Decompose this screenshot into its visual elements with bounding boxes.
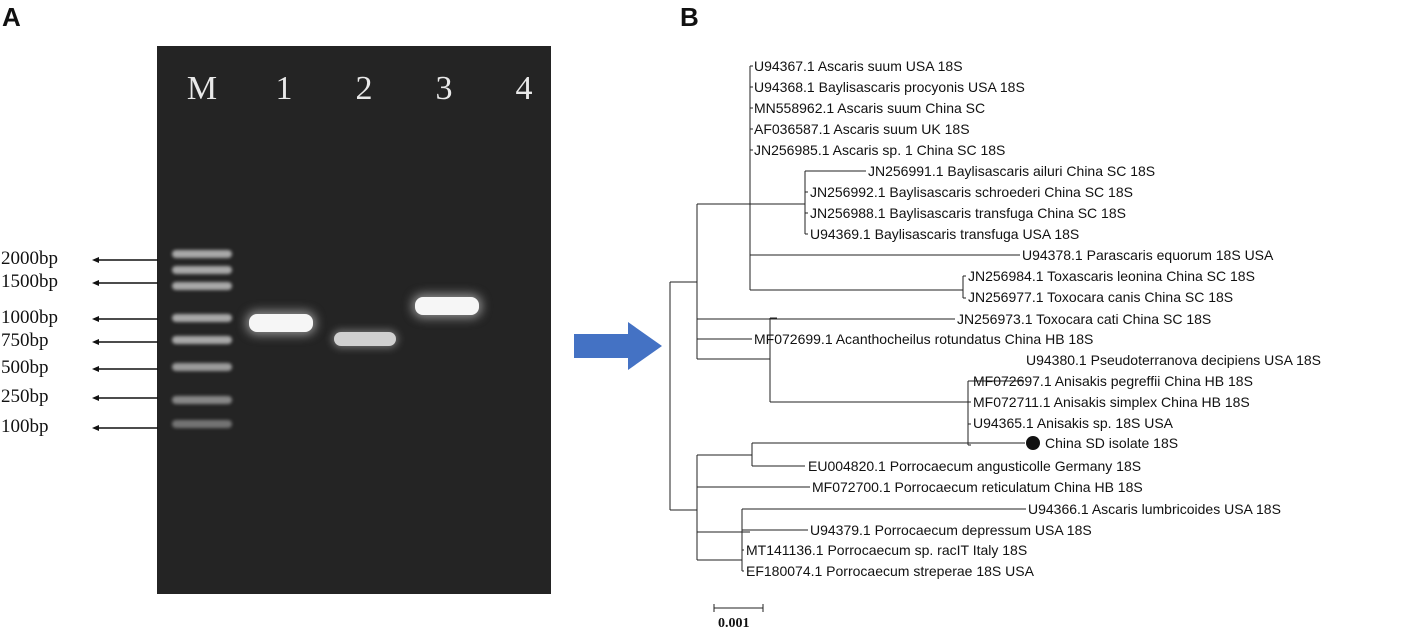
taxon-label: China SD isolate 18S bbox=[1045, 435, 1178, 451]
scale-bar bbox=[713, 604, 764, 612]
taxon-label: MF072711.1 Anisakis simplex China HB 18S bbox=[973, 394, 1250, 410]
taxon-label: U94378.1 Parascaris equorum 18S USA bbox=[1022, 247, 1274, 263]
taxon-label: U94365.1 Anisakis sp. 18S USA bbox=[973, 415, 1174, 431]
taxon-label: MF072700.1 Porrocaecum reticulatum China… bbox=[812, 479, 1143, 495]
sample-band-lane-3 bbox=[415, 297, 479, 315]
taxon-label: JN256985.1 Ascaris sp. 1 China SC 18S bbox=[754, 142, 1005, 158]
ladder-band bbox=[172, 363, 232, 371]
marker-label: 750bp bbox=[1, 330, 49, 351]
left-arrow-icon bbox=[92, 395, 158, 401]
marker-label: 1000bp bbox=[1, 307, 58, 328]
left-arrow-icon bbox=[92, 425, 158, 431]
marker-label: 1500bp bbox=[1, 271, 58, 292]
marker-label: 2000bp bbox=[1, 248, 58, 269]
sample-band-lane-1 bbox=[249, 314, 313, 332]
right-arrow-icon bbox=[574, 322, 662, 370]
taxon-label: U94369.1 Baylisascaris transfuga USA 18S bbox=[810, 226, 1079, 242]
lane-label-3: 3 bbox=[435, 70, 453, 107]
marker-label: 100bp bbox=[1, 416, 49, 437]
lane-label-4: 4 bbox=[515, 70, 533, 107]
ladder-band bbox=[172, 266, 232, 274]
phylogenetic-tree: U94367.1 Ascaris suum USA 18S U94368.1 B… bbox=[669, 58, 1321, 630]
taxon-label: U94368.1 Baylisascaris procyonis USA 18S bbox=[754, 79, 1025, 95]
taxon-label: JN256992.1 Baylisascaris schroederi Chin… bbox=[810, 184, 1133, 200]
taxon-label: EF180074.1 Porrocaecum streperae 18S USA bbox=[746, 563, 1035, 579]
left-arrow-icon bbox=[92, 366, 158, 372]
taxon-label: JN256977.1 Toxocara canis China SC 18S bbox=[968, 289, 1233, 305]
taxon-label: EU004820.1 Porrocaecum angusticolle Germ… bbox=[808, 458, 1141, 474]
left-arrow-icon bbox=[92, 339, 158, 345]
taxon-label: AF036587.1 Ascaris suum UK 18S bbox=[754, 121, 970, 137]
highlight-dot-icon bbox=[1026, 436, 1040, 450]
lane-label-m: M bbox=[186, 70, 218, 107]
taxon-label: U94380.1 Pseudoterranova decipiens USA 1… bbox=[1026, 352, 1321, 368]
scale-bar-label: 0.001 bbox=[718, 616, 750, 630]
sample-band-lane-2 bbox=[334, 332, 396, 346]
panel-label-b: B bbox=[680, 2, 699, 32]
lane-label-2: 2 bbox=[355, 70, 373, 107]
ladder-band bbox=[172, 336, 232, 344]
left-arrow-icon bbox=[92, 257, 158, 263]
taxon-label: MN558962.1 Ascaris suum China SC bbox=[754, 100, 985, 116]
taxon-label: JN256973.1 Toxocara cati China SC 18S bbox=[957, 311, 1211, 327]
taxon-label: U94366.1 Ascaris lumbricoides USA 18S bbox=[1028, 501, 1281, 517]
ladder-band bbox=[172, 282, 232, 290]
ladder-band bbox=[172, 396, 232, 404]
ladder-band bbox=[172, 420, 232, 428]
taxon-label: U94367.1 Ascaris suum USA 18S bbox=[754, 58, 963, 74]
ladder-band bbox=[172, 314, 232, 322]
lane-label-1: 1 bbox=[275, 70, 293, 107]
taxon-labels: U94367.1 Ascaris suum USA 18S U94368.1 B… bbox=[746, 58, 1321, 579]
panel-label-a: A bbox=[2, 2, 21, 32]
taxon-label: JN256988.1 Baylisascaris transfuga China… bbox=[810, 205, 1126, 221]
taxon-label: U94379.1 Porrocaecum depressum USA 18S bbox=[810, 522, 1092, 538]
tree-branches bbox=[669, 65, 1026, 572]
left-arrow-icon bbox=[92, 280, 158, 286]
ladder-band bbox=[172, 250, 232, 258]
gel-image: M 1 2 3 4 bbox=[157, 46, 551, 594]
taxon-label: MF072697.1 Anisakis pegreffii China HB 1… bbox=[973, 373, 1253, 389]
taxon-label: JN256991.1 Baylisascaris ailuri China SC… bbox=[868, 163, 1155, 179]
marker-label: 500bp bbox=[1, 357, 49, 378]
taxon-label: MT141136.1 Porrocaecum sp. racIT Italy 1… bbox=[746, 542, 1027, 558]
taxon-label: JN256984.1 Toxascaris leonina China SC 1… bbox=[968, 268, 1255, 284]
taxon-label: MF072699.1 Acanthocheilus rotundatus Chi… bbox=[754, 331, 1093, 347]
left-arrow-icon bbox=[92, 316, 158, 322]
marker-label: 250bp bbox=[1, 386, 49, 407]
